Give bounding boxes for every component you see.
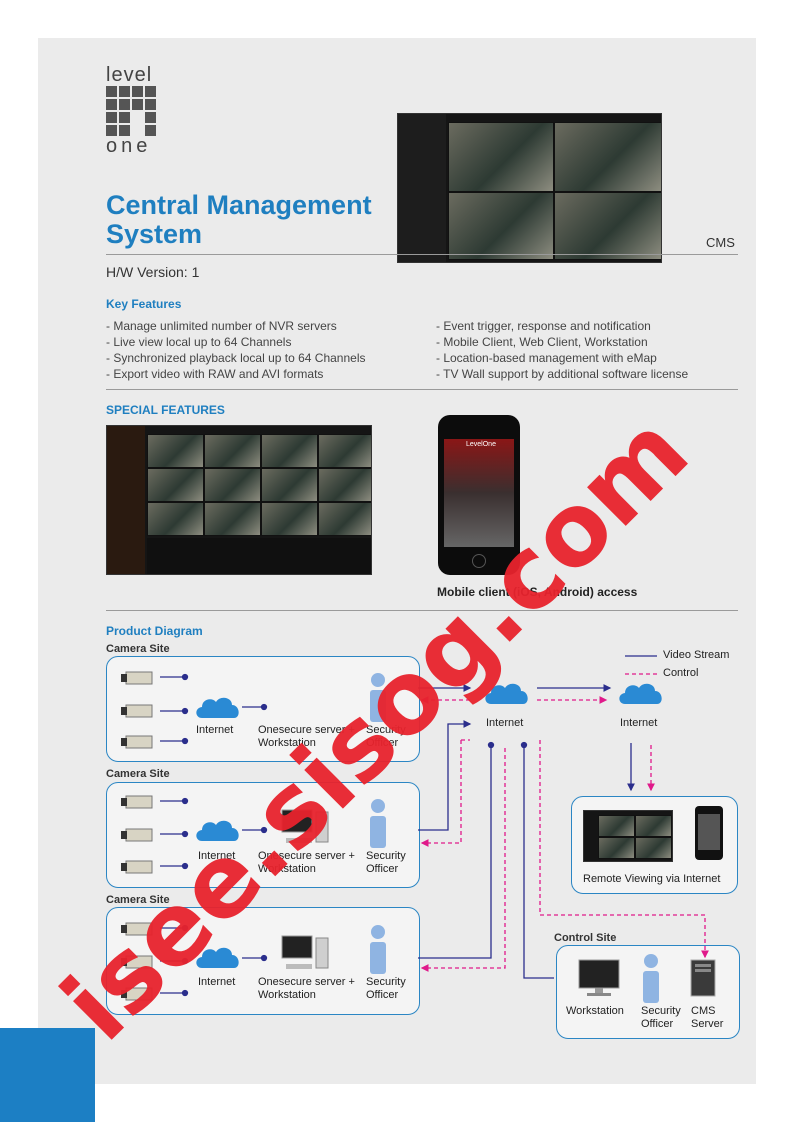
- camera-icon: [121, 922, 153, 936]
- monitor-icon: [578, 959, 620, 996]
- phone-icon: [695, 806, 723, 860]
- internet-label: Internet: [196, 724, 234, 736]
- cloud-icon: [619, 683, 662, 704]
- camera-site-box-3: [106, 907, 420, 1015]
- server-label: Onesecure server +Workstation: [258, 976, 355, 1001]
- feature-item: - TV Wall support by additional software…: [436, 367, 689, 381]
- internet-label: Internet: [486, 717, 524, 729]
- corner-block: [0, 1028, 95, 1122]
- page-title-line1: Central Management: [106, 190, 372, 220]
- divider-3: [106, 610, 738, 611]
- special-screenshot: [106, 425, 372, 575]
- logo-text-top: level: [106, 64, 153, 86]
- home-button: [472, 554, 486, 568]
- internet-label: Internet: [620, 717, 658, 729]
- key-features-right: - Event trigger, response and notificati…: [436, 318, 688, 382]
- server-label: Onesecure server +Workstation: [258, 724, 355, 749]
- legend-video-stream: Video Stream: [663, 649, 730, 661]
- feature-item: - Event trigger, response and notificati…: [436, 319, 651, 333]
- camera-icon: [121, 987, 153, 1001]
- camera-icon: [121, 795, 153, 809]
- phone-brand: LevelOne: [466, 441, 496, 448]
- logo-text-bottom: one: [106, 135, 152, 157]
- hw-version: H/W Version: 1: [106, 264, 200, 280]
- diagram-heading: Product Diagram: [106, 624, 203, 638]
- camera-site-label: Camera Site: [106, 768, 170, 780]
- internet-label: Internet: [198, 976, 236, 988]
- cloud-icon: [485, 683, 528, 704]
- camera-icon: [121, 735, 153, 749]
- page-title-line2: System: [106, 219, 203, 249]
- feature-item: - Mobile Client, Web Client, Workstation: [436, 335, 648, 349]
- cloud-icon: [196, 820, 239, 841]
- camera-icon: [121, 828, 153, 842]
- cms-screenshot: [397, 113, 662, 263]
- camera-site-box-2: [106, 782, 420, 888]
- divider-1: [106, 254, 738, 255]
- computer-icon: [281, 935, 329, 969]
- special-features-heading: SPECIAL FEATURES: [106, 403, 225, 417]
- key-features-heading: Key Features: [106, 297, 182, 311]
- cloud-icon: [196, 697, 239, 718]
- cms-label: CMS: [706, 235, 735, 250]
- server-icon: [690, 959, 716, 997]
- camera-icon: [121, 860, 153, 874]
- feature-item: - Manage unlimited number of NVR servers: [106, 319, 337, 333]
- camera-icon: [121, 955, 153, 969]
- control-site-label: Control Site: [554, 932, 617, 944]
- internet-label: Internet: [198, 850, 236, 862]
- logo-mark: [106, 86, 156, 136]
- camera-site-label: Camera Site: [106, 894, 170, 906]
- person-icon: [643, 954, 659, 1003]
- phone-caption: Mobile client (iOS, Android) access: [437, 585, 638, 599]
- remote-viewing-label: Remote Viewing via Internet: [583, 873, 721, 885]
- workstation-label: Workstation: [566, 1005, 624, 1017]
- camera-icon: [121, 704, 153, 718]
- server-label: Onesecure server +Workstation: [258, 850, 355, 875]
- phone-image: LevelOne: [438, 415, 520, 575]
- camera-site-box-1: [106, 656, 420, 762]
- key-features-left: - Manage unlimited number of NVR servers…: [106, 318, 366, 382]
- feature-item: - Synchronized playback local up to 64 C…: [106, 351, 366, 365]
- feature-item: - Live view local up to 64 Channels: [106, 335, 292, 349]
- remote-screenshot: [583, 810, 673, 862]
- phone-screen: [444, 439, 514, 547]
- legend-control: Control: [663, 667, 699, 679]
- person-icon: [370, 673, 386, 722]
- cloud-icon: [196, 947, 239, 968]
- divider-2: [106, 389, 738, 390]
- person-icon: [370, 799, 386, 848]
- feature-item: - Location-based management with eMap: [436, 351, 657, 365]
- camera-icon: [121, 671, 153, 685]
- camera-site-label: Camera Site: [106, 643, 170, 655]
- computer-icon: [281, 809, 329, 843]
- person-icon: [370, 925, 386, 974]
- feature-item: - Export video with RAW and AVI formats: [106, 367, 324, 381]
